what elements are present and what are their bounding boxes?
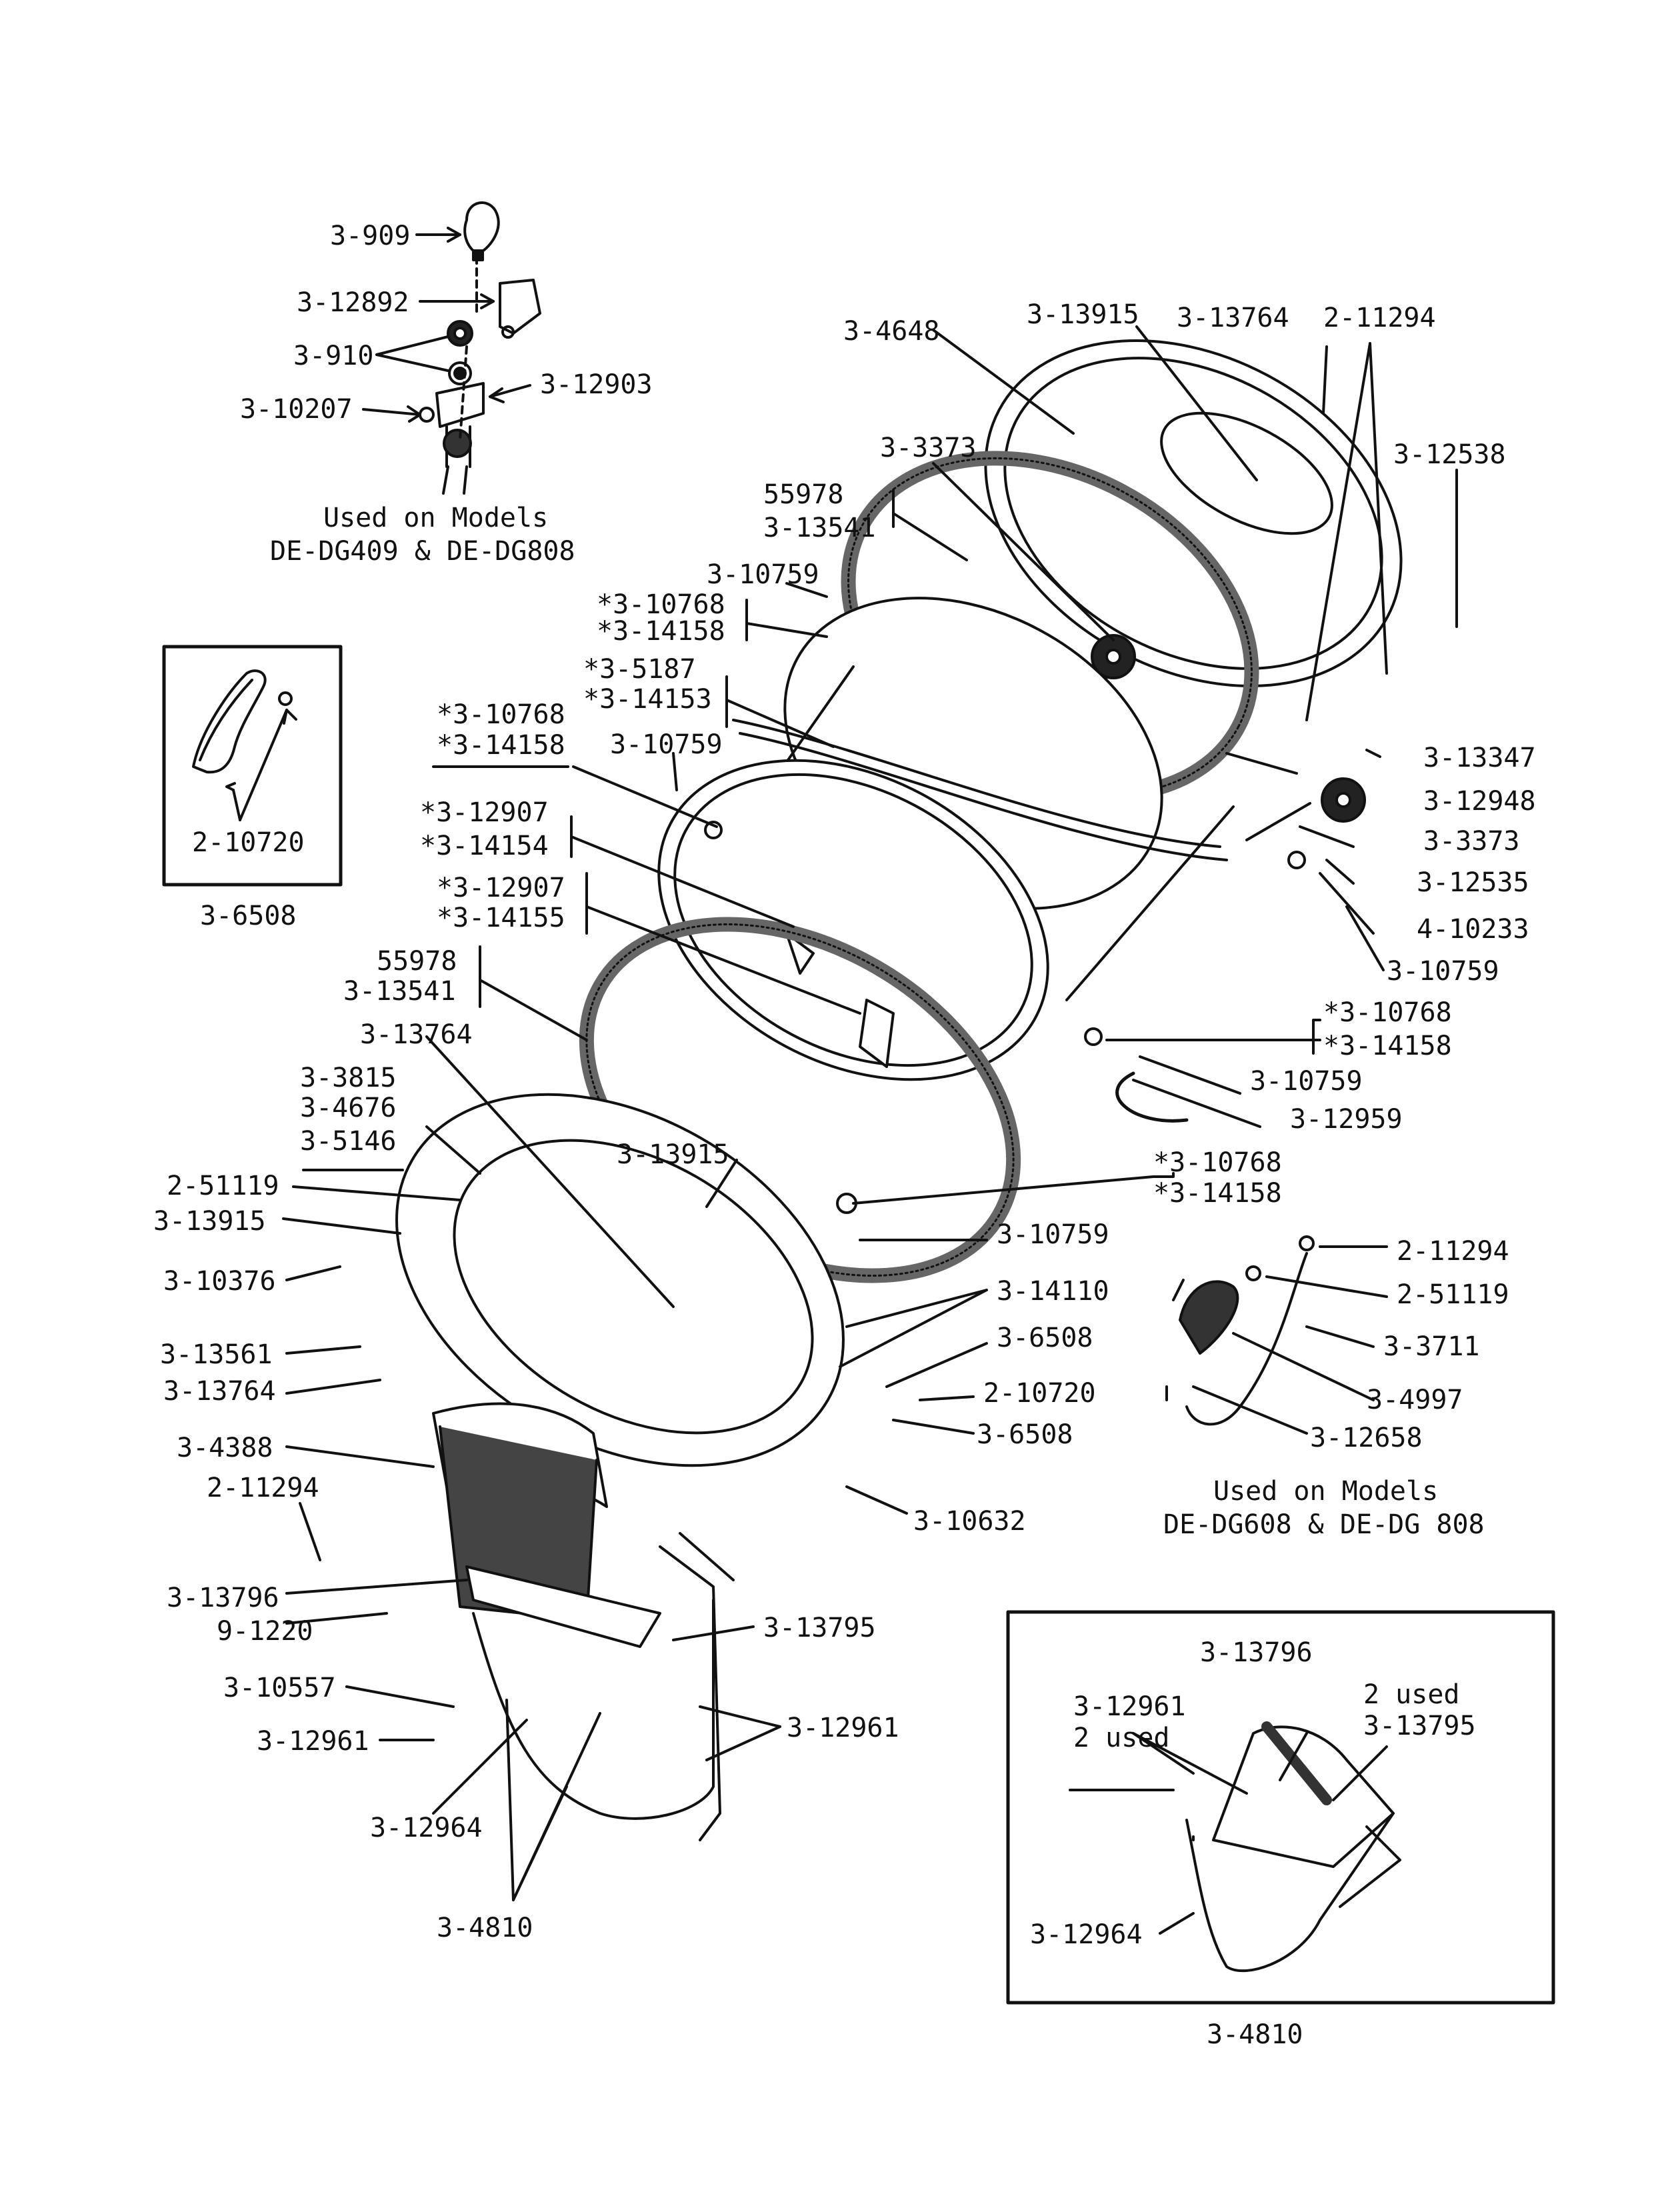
part-label-2-10720: 2-10720 — [983, 1378, 1096, 1409]
models-note-right-line2: DE-DG608 & DE-DG 808 — [1163, 1509, 1485, 1540]
part-label-55978-b: 55978 — [377, 946, 457, 977]
part-label-2-51119-b: 2-51119 — [1397, 1279, 1509, 1310]
part-label-3-3373: 3-3373 — [880, 433, 977, 463]
harness-assembly — [1165, 1235, 1315, 1426]
part-label-3-13764-c: 3-13764 — [163, 1376, 276, 1407]
part-label-star-3-10768-c: *3-10768 — [1323, 997, 1452, 1028]
part-label-3-910: 3-910 — [293, 341, 374, 371]
part-label-star-3-10768-d: *3-10768 — [1153, 1147, 1282, 1178]
part-label-3-13915: 3-13915 — [1027, 299, 1139, 330]
part-label-3-12961: 3-12961 — [257, 1726, 369, 1757]
part-label-3-909: 3-909 — [330, 221, 411, 251]
part-label-3-10759: 3-10759 — [707, 559, 819, 590]
part-label-3-13795: 3-13795 — [763, 1613, 876, 1643]
part-label-3-4810: 3-4810 — [437, 1913, 533, 1943]
bracket-clip-drawing — [192, 669, 293, 791]
lint-duct-assembly — [432, 1402, 735, 1841]
part-label-3-13764-b: 3-13764 — [360, 1019, 473, 1050]
part-label-3-3815: 3-3815 — [300, 1063, 397, 1093]
part-label-3-13764: 3-13764 — [1177, 303, 1289, 333]
part-label-3-12658: 3-12658 — [1310, 1423, 1423, 1453]
part-label-star-3-10768: *3-10768 — [597, 589, 725, 620]
part-label-3-10759-b: 3-10759 — [610, 729, 723, 760]
part-label-3-13915-c: 3-13915 — [617, 1139, 729, 1170]
part-label-3-3711: 3-3711 — [1383, 1331, 1480, 1362]
inset-right-label-2-used-a: 2 used — [1073, 1723, 1170, 1753]
part-label-55978: 55978 — [763, 479, 844, 510]
part-label-3-13915-b: 3-13915 — [153, 1206, 266, 1237]
part-label-3-10759-c: 3-10759 — [1387, 956, 1499, 987]
part-label-3-13347: 3-13347 — [1423, 743, 1536, 773]
part-label-3-12948: 3-12948 — [1423, 786, 1536, 817]
inset-box-right — [1006, 1610, 1555, 2005]
part-label-3-13541-b: 3-13541 — [343, 976, 456, 1007]
part-label-star-3-14158-b: *3-14158 — [437, 730, 565, 761]
part-label-3-14110: 3-14110 — [997, 1276, 1109, 1307]
inset-box-left — [162, 645, 343, 887]
part-label-3-4997: 3-4997 — [1367, 1385, 1463, 1415]
part-label-star-3-12907-b: *3-12907 — [437, 873, 565, 903]
part-label-2-11294: 2-11294 — [1323, 303, 1436, 333]
part-label-star-3-12907: *3-12907 — [420, 797, 549, 828]
part-label-3-13561: 3-13561 — [160, 1339, 273, 1370]
part-label-star-3-10768-b: *3-10768 — [437, 699, 565, 730]
part-label-star-3-14154: *3-14154 — [420, 831, 549, 861]
part-label-3-6508: 3-6508 — [997, 1323, 1093, 1353]
inset-left-label-2-10720: 2-10720 — [192, 827, 305, 858]
inset-right-label-3-12961: 3-12961 — [1073, 1691, 1186, 1722]
inset-right-label-3-13795: 3-13795 — [1363, 1711, 1476, 1741]
part-label-3-10632: 3-10632 — [913, 1506, 1026, 1537]
models-note-top-line2: DE-DG409 & DE-DG808 — [270, 536, 575, 567]
part-label-3-10557: 3-10557 — [223, 1673, 336, 1703]
inset-right-label-3-13796: 3-13796 — [1200, 1637, 1313, 1668]
part-label-3-12964: 3-12964 — [370, 1813, 483, 1843]
drum-assembly — [395, 339, 1403, 1467]
part-label-3-13796: 3-13796 — [167, 1583, 279, 1613]
part-label-3-3373-b: 3-3373 — [1423, 826, 1520, 857]
part-label-star-3-14155: *3-14155 — [437, 903, 565, 933]
part-label-9-1220: 9-1220 — [217, 1616, 313, 1647]
inset-right-label-3-12964: 3-12964 — [1030, 1919, 1143, 1950]
leader-lines — [282, 325, 1458, 1935]
part-label-3-12959: 3-12959 — [1290, 1104, 1403, 1135]
inset-right-caption-3-4810: 3-4810 — [1207, 2019, 1303, 2050]
part-label-star-3-14158: *3-14158 — [597, 616, 725, 647]
part-label-3-10207: 3-10207 — [240, 394, 353, 425]
part-label-3-4388: 3-4388 — [177, 1433, 273, 1463]
part-label-3-12538: 3-12538 — [1393, 439, 1506, 470]
part-label-3-10376: 3-10376 — [163, 1266, 276, 1297]
part-label-3-12892: 3-12892 — [297, 287, 409, 318]
part-label-2-11294-c: 2-11294 — [1397, 1236, 1509, 1267]
part-label-2-51119: 2-51119 — [167, 1171, 279, 1201]
part-label-3-6508-b: 3-6508 — [977, 1419, 1073, 1450]
inset-left-caption-3-6508: 3-6508 — [200, 901, 297, 931]
part-label-3-12535: 3-12535 — [1417, 867, 1529, 898]
inset-right-label-2-used-b: 2 used — [1363, 1679, 1460, 1710]
part-label-star-3-14158-c: *3-14158 — [1323, 1031, 1452, 1061]
part-label-3-4648: 3-4648 — [843, 316, 940, 347]
models-note-top-line1: Used on Models — [323, 503, 549, 533]
part-label-3-12961-b: 3-12961 — [787, 1713, 899, 1743]
models-note-right-line1: Used on Models — [1213, 1476, 1439, 1507]
part-label-3-10759-d: 3-10759 — [1250, 1066, 1363, 1097]
part-label-3-13541: 3-13541 — [763, 513, 876, 543]
lamp-assembly — [419, 201, 541, 495]
part-label-3-5146: 3-5146 — [300, 1126, 397, 1157]
part-label-2-11294-b: 2-11294 — [207, 1473, 319, 1503]
inset-duct-drawing — [1185, 1721, 1401, 1973]
part-label-4-10233: 4-10233 — [1417, 914, 1529, 945]
part-label-3-4676: 3-4676 — [300, 1093, 397, 1123]
part-label-star-3-14153: *3-14153 — [583, 684, 712, 715]
part-label-star-3-5187: *3-5187 — [583, 654, 696, 685]
part-label-star-3-14158-d: *3-14158 — [1153, 1178, 1282, 1209]
part-label-3-10759-e: 3-10759 — [997, 1219, 1109, 1250]
part-label-3-12903: 3-12903 — [540, 369, 653, 400]
